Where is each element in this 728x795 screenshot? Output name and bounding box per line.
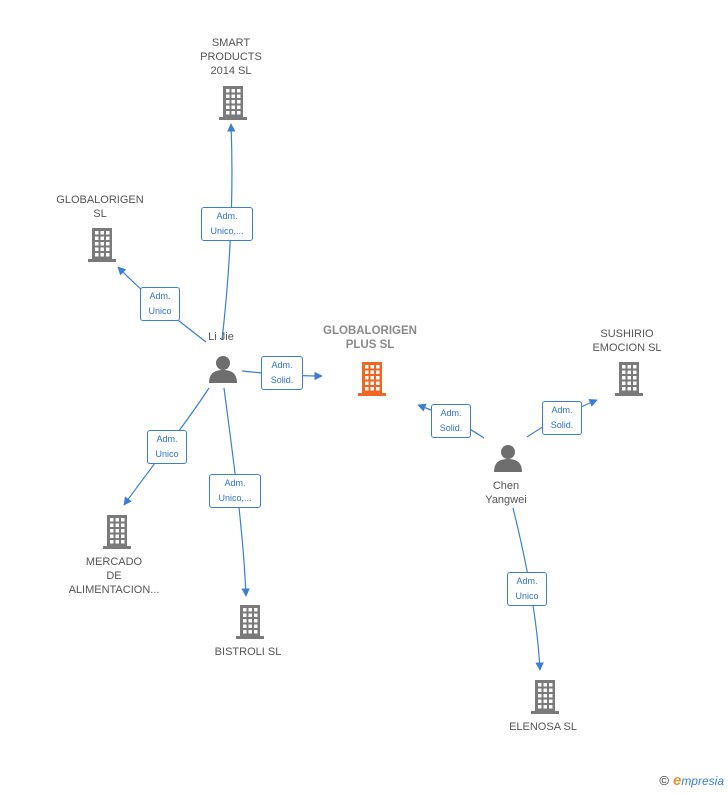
role-text: Adm.: [271, 360, 293, 370]
node-label-line: SMART: [211, 37, 251, 49]
node-label-line: SUSHIRIO: [600, 328, 654, 340]
role-text: Adm.: [224, 478, 246, 488]
person-icon: [209, 356, 237, 383]
role-box-chen-main[interactable]: Adm. Solid.: [431, 404, 471, 438]
role-text: Unico,...: [210, 226, 244, 236]
node-label-elenosa[interactable]: ELENOSA SL: [483, 720, 603, 734]
node-label-line: Yangwei: [485, 494, 527, 506]
node-label-line: ELENOSA SL: [509, 721, 577, 733]
role-text: Solid.: [439, 423, 463, 433]
role-text: Adm.: [551, 405, 573, 415]
role-box-li-smart[interactable]: Adm. Unico,...: [201, 207, 253, 241]
copyright-symbol: ©: [659, 773, 669, 788]
node-label-line: ALIMENTACION...: [68, 584, 160, 596]
role-text: Unico: [515, 591, 539, 601]
role-text: Unico: [155, 449, 179, 459]
node-label-line: GLOBALORIGEN: [56, 194, 144, 206]
role-text: Solid.: [550, 420, 574, 430]
company-building-icon: [236, 605, 264, 639]
node-label-mercado[interactable]: MERCADO DE ALIMENTACION...: [54, 555, 174, 597]
brand-name: mpresia: [681, 774, 724, 788]
company-building-icon: [88, 228, 116, 262]
node-label-line: SL: [93, 208, 107, 220]
role-text: Adm.: [516, 576, 538, 586]
role-text: Adm.: [216, 211, 238, 221]
company-building-icon: [531, 680, 559, 714]
role-box-li-main[interactable]: Adm. Solid.: [261, 356, 303, 390]
node-label-line: 2014 SL: [210, 65, 252, 77]
role-box-li-globalorigen[interactable]: Adm. Unico: [140, 287, 180, 321]
company-building-icon: [219, 86, 247, 120]
node-label-bistroli[interactable]: BISTROLI SL: [188, 645, 308, 659]
role-text: Unico,...: [218, 493, 252, 503]
node-mercado[interactable]: [103, 515, 131, 554]
node-globalorigen-sl[interactable]: [88, 228, 116, 267]
role-text: Adm.: [156, 434, 178, 444]
node-chen-yangwei[interactable]: [493, 444, 523, 477]
main-company-building-icon: [358, 362, 386, 396]
node-label-smart-products[interactable]: SMART PRODUCTS 2014 SL: [171, 36, 291, 78]
person-icon: [494, 445, 522, 472]
node-elenosa[interactable]: [531, 680, 559, 719]
brand-initial: e: [672, 772, 682, 789]
node-label-globalorigen-sl[interactable]: GLOBALORIGEN SL: [40, 193, 160, 221]
node-label-line: PRODUCTS: [200, 51, 262, 63]
node-label-line: EMOCION SL: [592, 342, 662, 354]
node-label-line: GLOBALORIGEN: [323, 325, 417, 337]
node-label-line: PLUS SL: [345, 339, 395, 351]
node-label-line: Chen: [492, 480, 520, 492]
node-bistroli[interactable]: [236, 605, 264, 644]
node-sushirio[interactable]: [615, 362, 643, 401]
role-box-chen-sushirio[interactable]: Adm. Solid.: [542, 401, 582, 435]
node-label-line: MERCADO: [85, 556, 143, 568]
role-text: Adm.: [149, 291, 171, 301]
node-label-line: Li Jie: [208, 331, 234, 343]
role-box-chen-elenosa[interactable]: Adm. Unico: [507, 572, 547, 606]
node-label-main[interactable]: GLOBALORIGEN PLUS SL: [310, 324, 430, 352]
role-box-li-mercado[interactable]: Adm. Unico: [147, 430, 187, 464]
company-building-icon: [103, 515, 131, 549]
role-box-li-bistroli[interactable]: Adm. Unico,...: [209, 474, 261, 508]
node-label-sushirio[interactable]: SUSHIRIO EMOCION SL: [567, 327, 687, 355]
node-main[interactable]: [358, 362, 386, 401]
empresia-logo[interactable]: ©empresia: [659, 772, 724, 789]
node-label-line: DE: [106, 570, 122, 582]
node-li-jie[interactable]: [208, 355, 238, 388]
node-label-line: BISTROLI SL: [214, 646, 282, 658]
role-text: Solid.: [270, 375, 294, 385]
node-label-li-jie[interactable]: Li Jie: [161, 330, 281, 344]
node-smart-products[interactable]: [219, 86, 247, 125]
role-text: Adm.: [440, 408, 462, 418]
company-building-icon: [615, 362, 643, 396]
role-text: Unico: [148, 306, 172, 316]
